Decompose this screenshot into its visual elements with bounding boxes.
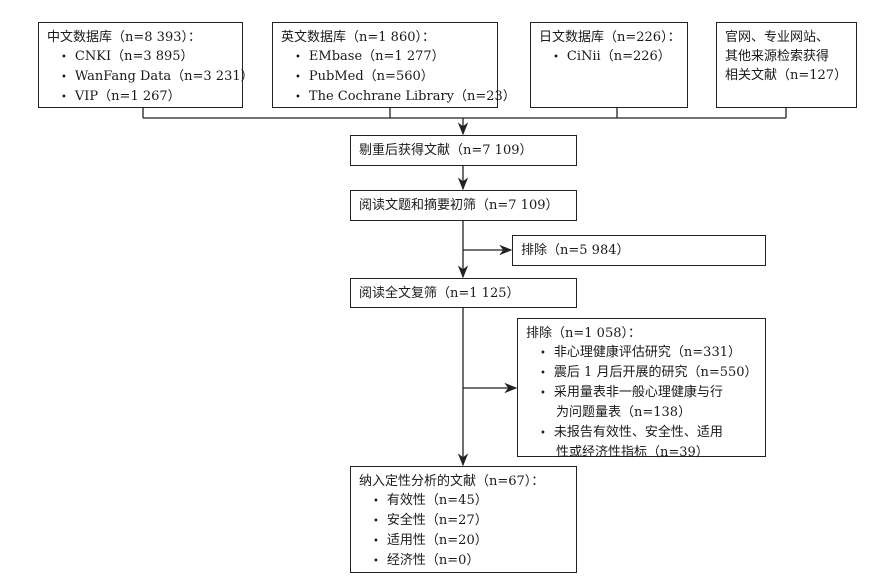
fulltext-box: 阅读全文复筛（n=1 125） bbox=[350, 278, 577, 308]
list-item: EMbase（n=1 277） bbox=[281, 47, 489, 67]
list-item: VIP（n=1 267） bbox=[47, 87, 234, 107]
box-title: 英文数据库（n=1 860）： bbox=[281, 30, 435, 45]
list-item: CiNii（n=226） bbox=[539, 47, 679, 67]
box-text: 剔重后获得文献（n=7 109） bbox=[359, 143, 533, 158]
box-title: 排除（n=1 058）： bbox=[526, 326, 641, 341]
list-item: 性或经济性指标（n=39） bbox=[556, 445, 709, 460]
list-item: CNKI（n=3 895） bbox=[47, 47, 234, 67]
list-item: 震后 1 月后开展的研究（n=550） bbox=[526, 363, 758, 383]
included-box: 纳入定性分析的文献（n=67）： 有效性（n=45） 安全性（n=27） 适用性… bbox=[350, 466, 577, 573]
list-item: 有效性（n=45） bbox=[359, 491, 568, 511]
list-item: 适用性（n=20） bbox=[359, 531, 568, 551]
list-item: PubMed（n=560） bbox=[281, 67, 489, 87]
text-line: 其他来源检索获得 bbox=[725, 49, 830, 64]
source-box-english: 英文数据库（n=1 860）： EMbase（n=1 277） PubMed（n… bbox=[272, 22, 516, 108]
merge-line bbox=[142, 108, 787, 119]
box-text: 阅读全文复筛（n=1 125） bbox=[359, 286, 520, 301]
list-item: 为问题量表（n=138） bbox=[556, 405, 692, 420]
list-item: 非心理健康评估研究（n=331） bbox=[526, 343, 757, 363]
box-text: 排除（n=5 984） bbox=[521, 243, 630, 258]
list-item: WanFang Data（n=3 231） bbox=[47, 67, 254, 87]
text-line: 相关文献（n=127） bbox=[725, 68, 848, 83]
source-box-chinese: 中文数据库（n=8 393）： CNKI（n=3 895） WanFang Da… bbox=[38, 22, 254, 108]
box-title: 纳入定性分析的文献（n=67）： bbox=[359, 474, 545, 489]
screen-box: 阅读文题和摘要初筛（n=7 109） bbox=[350, 190, 577, 221]
list-item: 安全性（n=27） bbox=[359, 511, 568, 531]
box-title: 中文数据库（n=8 393）： bbox=[47, 30, 201, 45]
source-box-other: 官网、专业网站、 其他来源检索获得 相关文献（n=127） bbox=[716, 22, 857, 108]
list-item: 未报告有效性、安全性、适用 bbox=[526, 423, 757, 443]
list-item: The Cochrane Library（n=23） bbox=[281, 87, 516, 107]
text-line: 官网、专业网站、 bbox=[725, 30, 830, 45]
box-text: 阅读文题和摘要初筛（n=7 109） bbox=[359, 198, 559, 213]
list-item: 经济性（n=0） bbox=[359, 551, 568, 571]
source-box-japanese: 日文数据库（n=226）： CiNii（n=226） bbox=[530, 22, 688, 108]
list-item: 采用量表非一般心理健康与行 bbox=[526, 383, 757, 403]
dedup-box: 剔重后获得文献（n=7 109） bbox=[350, 135, 577, 166]
box-title: 日文数据库（n=226）： bbox=[539, 30, 681, 45]
exclude-box-2: 排除（n=1 058）： 非心理健康评估研究（n=331） 震后 1 月后开展的… bbox=[517, 318, 766, 460]
exclude-box-1: 排除（n=5 984） bbox=[512, 235, 766, 266]
